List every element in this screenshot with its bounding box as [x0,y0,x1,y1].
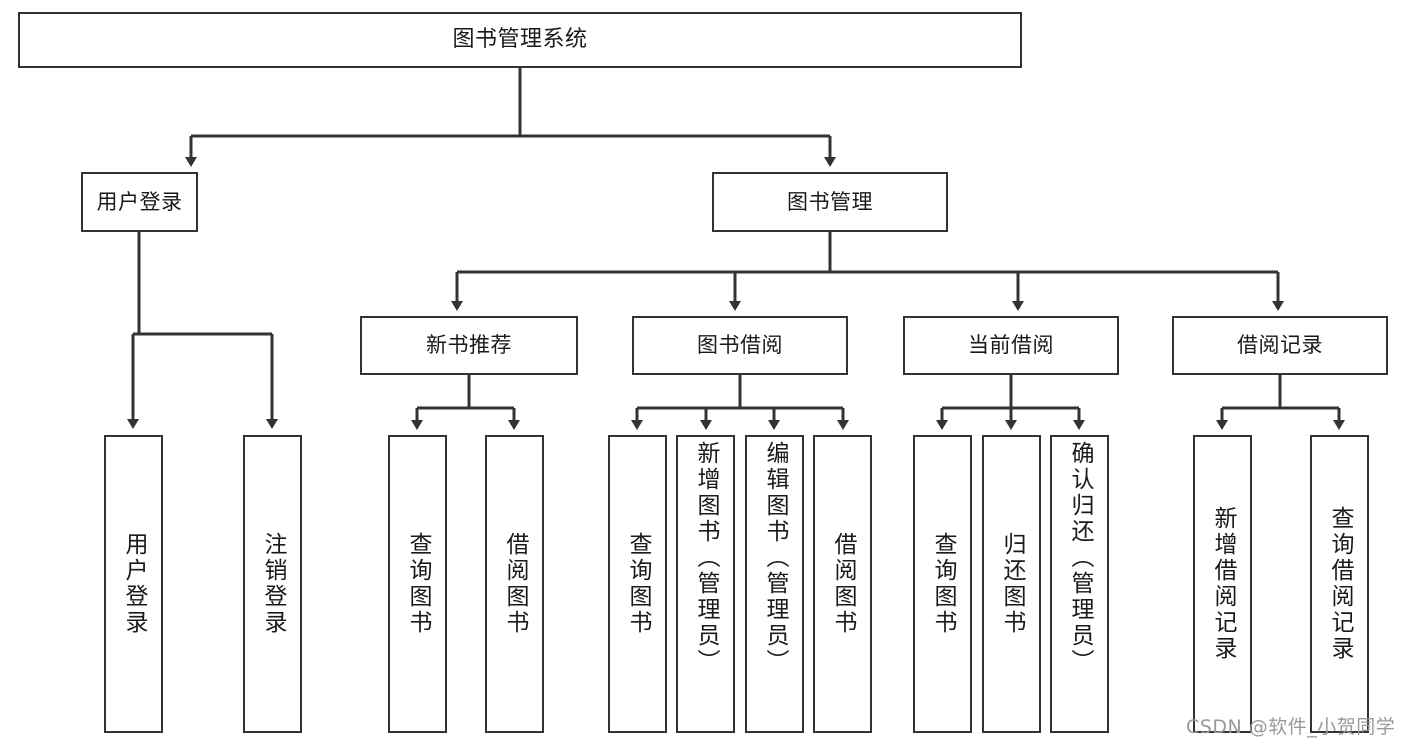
node-leaf-return-book-label: 归还图书 [999,532,1025,636]
node-leaf-borrow-book-2-label: 借阅图书 [830,532,856,636]
node-leaf-add-record[interactable]: 新增借阅记录 [1193,435,1252,733]
node-user-login[interactable]: 用户登录 [81,172,198,232]
node-leaf-query-book-1[interactable]: 查询图书 [388,435,447,733]
node-leaf-query-record[interactable]: 查询借阅记录 [1310,435,1369,733]
node-book-management[interactable]: 图书管理 [712,172,948,232]
node-leaf-query-book-3[interactable]: 查询图书 [913,435,972,733]
node-new-book-recommend-label: 新书推荐 [426,333,512,358]
node-current-borrow-label: 当前借阅 [968,333,1054,358]
node-root-system-label: 图书管理系统 [452,27,588,53]
csdn-watermark: CSDN @软件_小贺同学 [1186,716,1396,738]
node-book-borrow-label: 图书借阅 [697,333,783,358]
node-book-borrow[interactable]: 图书借阅 [632,316,848,375]
node-leaf-return-book[interactable]: 归还图书 [982,435,1041,733]
node-leaf-confirm-return[interactable]: 确认归还（管理员） [1050,435,1109,733]
node-leaf-add-record-label: 新增借阅记录 [1210,506,1236,662]
node-current-borrow[interactable]: 当前借阅 [903,316,1119,375]
node-leaf-edit-book[interactable]: 编辑图书（管理员） [745,435,804,733]
node-leaf-borrow-book-1-label: 借阅图书 [502,532,528,636]
node-leaf-query-book-1-label: 查询图书 [405,532,431,636]
node-borrow-record[interactable]: 借阅记录 [1172,316,1388,375]
node-leaf-add-book-label: 新增图书（管理员） [693,441,719,675]
node-leaf-add-book[interactable]: 新增图书（管理员） [676,435,735,733]
node-leaf-logout-login[interactable]: 注销登录 [243,435,302,733]
node-leaf-query-book-2[interactable]: 查询图书 [608,435,667,733]
node-leaf-user-login-label: 用户登录 [121,532,147,636]
node-leaf-edit-book-label: 编辑图书（管理员） [762,441,788,675]
node-leaf-borrow-book-2[interactable]: 借阅图书 [813,435,872,733]
node-borrow-record-label: 借阅记录 [1237,333,1323,358]
node-root-system[interactable]: 图书管理系统 [18,12,1022,68]
node-book-management-label: 图书管理 [787,189,873,214]
node-new-book-recommend[interactable]: 新书推荐 [360,316,578,375]
node-leaf-user-login[interactable]: 用户登录 [104,435,163,733]
node-leaf-logout-login-label: 注销登录 [260,532,286,636]
node-user-login-label: 用户登录 [96,189,183,214]
node-leaf-borrow-book-1[interactable]: 借阅图书 [485,435,544,733]
node-leaf-query-book-3-label: 查询图书 [930,532,956,636]
node-leaf-query-book-2-label: 查询图书 [625,532,651,636]
node-leaf-query-record-label: 查询借阅记录 [1327,506,1353,662]
node-leaf-confirm-return-label: 确认归还（管理员） [1067,441,1093,675]
